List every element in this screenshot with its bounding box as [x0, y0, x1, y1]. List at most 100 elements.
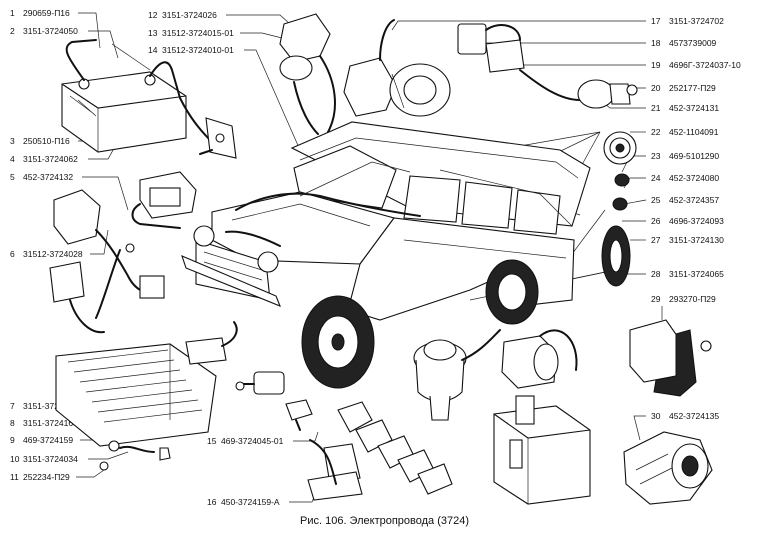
svg-text:450-3724159-А: 450-3724159-А	[221, 497, 280, 507]
svg-text:11: 11	[10, 472, 19, 482]
svg-text:6: 6	[10, 249, 15, 259]
motor-30	[623, 431, 713, 505]
figure-caption: Рис. 106. Электропровода (3724)	[300, 515, 469, 527]
horn	[279, 13, 336, 135]
svg-text:30: 30	[651, 411, 661, 421]
callout-23: 23 469-5101290	[621, 151, 719, 173]
svg-text:5: 5	[10, 172, 15, 182]
svg-text:16: 16	[207, 497, 217, 507]
callout-26: 26 4696-3724093	[622, 216, 724, 226]
rear-wheel	[485, 259, 539, 325]
svg-text:8: 8	[10, 418, 15, 428]
vehicle	[181, 121, 591, 389]
cap-23	[614, 173, 630, 187]
callout-1: 1 290659-П16	[10, 8, 101, 49]
svg-text:24: 24	[651, 173, 661, 183]
connector-plate	[199, 117, 237, 159]
svg-text:3151-3724702: 3151-3724702	[669, 16, 724, 26]
callout-19: 19 4696Г-3724037-10	[504, 55, 741, 70]
svg-text:290659-П16: 290659-П16	[23, 8, 70, 18]
svg-text:3151-3724032: 3151-3724032	[23, 401, 78, 411]
svg-text:4573739009: 4573739009	[669, 38, 717, 48]
svg-text:4: 4	[10, 154, 15, 164]
radiator	[55, 321, 238, 447]
svg-text:12: 12	[148, 10, 158, 20]
callout-25: 25 452-3724357	[623, 195, 719, 205]
svg-text:3: 3	[10, 136, 15, 146]
callout-12: 12 3151-3724026	[148, 10, 291, 25]
svg-text:20: 20	[651, 83, 661, 93]
svg-text:22: 22	[651, 127, 661, 137]
generator	[343, 19, 451, 117]
callout-14: 14 31512-3724010-01	[148, 45, 301, 151]
svg-text:17: 17	[651, 16, 661, 26]
battery	[61, 39, 213, 153]
svg-text:469-3724045-01: 469-3724045-01	[221, 436, 284, 446]
svg-text:13: 13	[148, 28, 158, 38]
distributor	[413, 329, 501, 421]
front-wheel	[301, 295, 375, 389]
svg-text:4696Г-3724037-10: 4696Г-3724037-10	[669, 60, 741, 70]
svg-text:469-3724159: 469-3724159	[23, 435, 73, 445]
callout-5: 5 452-3724132	[10, 172, 129, 211]
svg-text:21: 21	[651, 103, 661, 113]
svg-text:3151-3724165: 3151-3724165	[23, 418, 78, 428]
svg-text:252234-П29: 252234-П29	[23, 472, 70, 482]
callout-22: 22 452-1104091	[630, 127, 719, 137]
svg-text:27: 27	[651, 235, 661, 245]
callout-16: 16 450-3724159-А	[207, 477, 323, 507]
sensor-box	[493, 395, 591, 505]
svg-text:3151-3724065: 3151-3724065	[669, 269, 724, 279]
callout-17: 17 3151-3724702	[391, 16, 724, 31]
svg-text:3151-3724062: 3151-3724062	[23, 154, 78, 164]
svg-text:9: 9	[10, 435, 15, 445]
svg-text:2: 2	[10, 26, 15, 36]
callout-29: 29 293270-П29	[651, 294, 716, 320]
svg-text:452-3724131: 452-3724131	[669, 103, 719, 113]
callout-15: 15 469-3724045-01	[207, 431, 319, 446]
svg-text:252177-П29: 252177-П29	[669, 83, 716, 93]
svg-text:250510-П16: 250510-П16	[23, 136, 70, 146]
fuel-sensor	[577, 79, 638, 109]
svg-text:1: 1	[10, 8, 15, 18]
callout-11: 11 252234-П29	[10, 469, 105, 482]
svg-text:3151-3724034: 3151-3724034	[23, 454, 78, 464]
svg-text:293270-П29: 293270-П29	[669, 294, 716, 304]
starter-solenoid	[501, 329, 578, 389]
ground-straps	[99, 440, 171, 471]
svg-text:25: 25	[651, 195, 661, 205]
ignition-coil	[235, 371, 285, 395]
svg-text:19: 19	[651, 60, 661, 70]
svg-text:10: 10	[10, 454, 20, 464]
harness-6	[49, 189, 165, 334]
svg-text:31512-3724010-01: 31512-3724010-01	[162, 45, 234, 55]
disk-26	[601, 225, 631, 287]
svg-text:18: 18	[651, 38, 661, 48]
svg-text:452-3724135: 452-3724135	[669, 411, 719, 421]
svg-text:31512-3724028: 31512-3724028	[23, 249, 83, 259]
cap-24	[612, 197, 628, 211]
callout-20: 20 252177-П29	[628, 83, 716, 93]
bracket-28	[629, 319, 712, 397]
svg-text:28: 28	[651, 269, 661, 279]
svg-text:26: 26	[651, 216, 661, 226]
svg-text:3151-3724050: 3151-3724050	[23, 26, 78, 36]
callout-27: 27 3151-3724130	[630, 235, 724, 245]
svg-text:3151-3724130: 3151-3724130	[669, 235, 724, 245]
callout-2: 2 3151-3724050	[10, 26, 119, 59]
svg-text:452-3724132: 452-3724132	[23, 172, 73, 182]
svg-text:15: 15	[207, 436, 217, 446]
svg-text:23: 23	[651, 151, 661, 161]
instrument-bank	[307, 401, 453, 501]
svg-text:29: 29	[651, 294, 661, 304]
pulley-22	[603, 131, 637, 165]
svg-text:469-5101290: 469-5101290	[669, 151, 719, 161]
svg-text:3151-3724026: 3151-3724026	[162, 10, 217, 20]
relay-block	[457, 23, 581, 101]
switch-15	[285, 399, 313, 431]
callout-6: 6 31512-3724028	[10, 229, 109, 259]
callout-24: 24 452-3724080	[623, 173, 719, 189]
svg-text:31512-3724015-01: 31512-3724015-01	[162, 28, 234, 38]
